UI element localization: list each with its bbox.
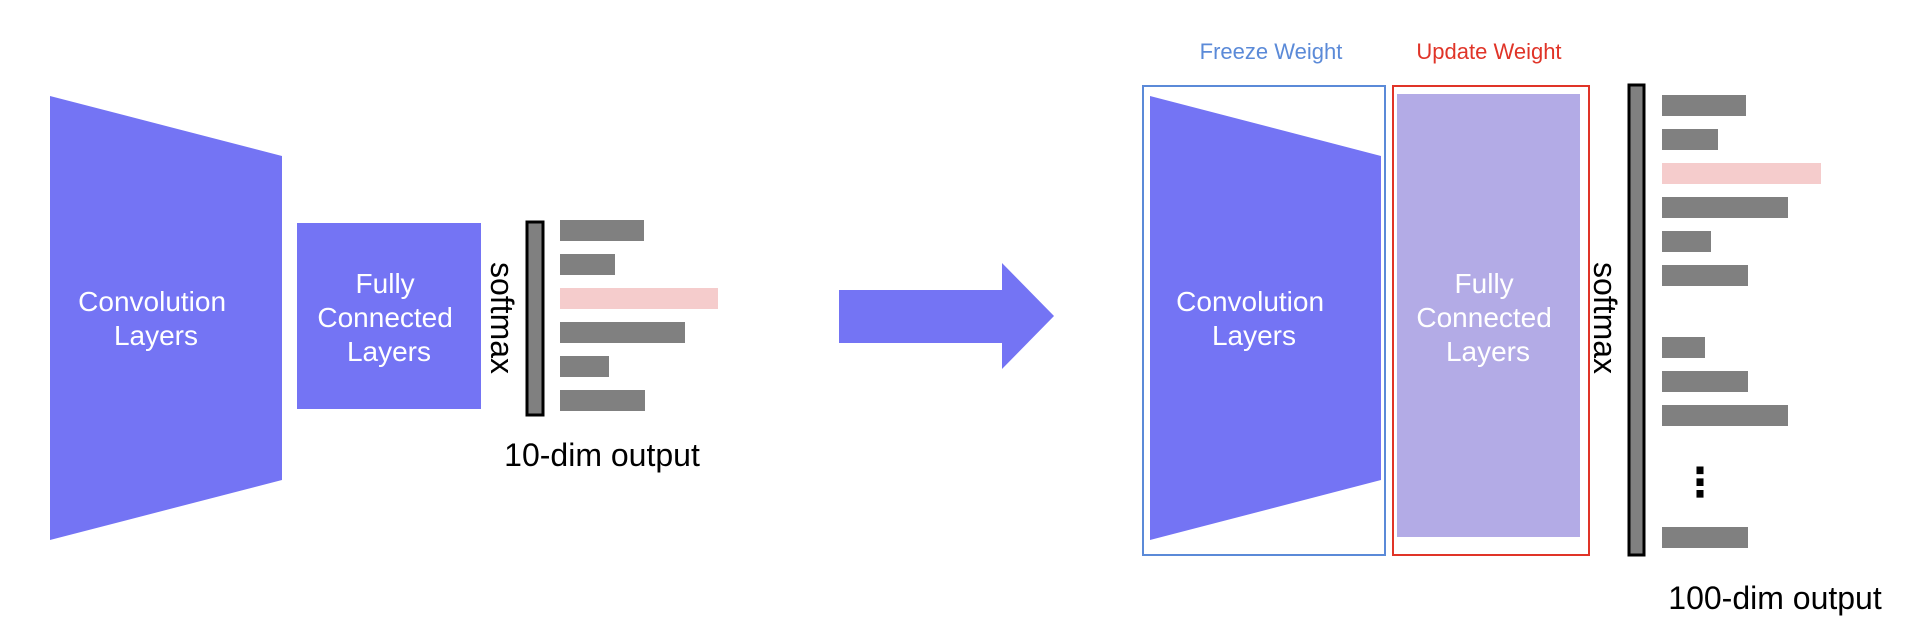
right-softmax-label: softmax <box>1587 262 1623 374</box>
left-fc-label-line3: Layers <box>347 336 431 367</box>
left-softmax-bar <box>525 220 545 417</box>
right-conv-layers-block <box>1150 96 1381 540</box>
right-output-bar <box>1662 197 1788 218</box>
right-output-caption: 100-dim output <box>1668 580 1882 616</box>
right-output-bar <box>1662 405 1788 426</box>
right-output-bar <box>1662 337 1705 358</box>
right-output-bar <box>1662 95 1746 116</box>
left-output-bar <box>560 254 615 275</box>
left-output-bar <box>560 288 718 309</box>
transfer-arrow <box>839 263 1054 369</box>
right-model: Freeze Weight Update Weight Convolution … <box>1142 39 1882 616</box>
right-output-bar <box>1662 129 1718 150</box>
left-conv-label: Convolution Layers <box>78 286 234 351</box>
right-conv-label-line2: Layers <box>1212 320 1296 351</box>
right-fc-label-line1: Fully <box>1455 268 1514 299</box>
left-output-bars <box>560 220 718 411</box>
left-fc-layers-block <box>297 223 481 409</box>
right-output-bar <box>1662 265 1748 286</box>
left-output-bar <box>560 322 685 343</box>
right-output-bars <box>1662 95 1821 548</box>
left-fc-label-line2: Connected <box>317 302 452 333</box>
right-fc-label-line2: Connected <box>1416 302 1551 333</box>
left-output-bar <box>560 356 609 377</box>
left-output-bar <box>560 390 645 411</box>
right-conv-label-line1: Convolution <box>1176 286 1324 317</box>
left-conv-label-line1: Convolution <box>78 286 226 317</box>
freeze-weight-caption: Freeze Weight <box>1200 39 1343 64</box>
left-softmax-label: softmax <box>484 262 520 374</box>
update-weight-box <box>1392 85 1590 556</box>
right-output-bar <box>1662 231 1711 252</box>
right-fc-label: Fully Connected Layers <box>1416 268 1559 367</box>
left-conv-label-line2: Layers <box>114 320 198 351</box>
right-softmax-bar <box>1627 83 1646 557</box>
left-fc-label: Fully Connected Layers <box>317 268 460 367</box>
right-output-bar-last <box>1662 527 1748 548</box>
left-model: Convolution Layers Fully Connected Layer… <box>50 96 718 540</box>
freeze-weight-box <box>1142 85 1386 556</box>
left-output-caption: 10-dim output <box>504 437 700 473</box>
left-conv-layers-block <box>50 96 282 540</box>
right-conv-label: Convolution Layers <box>1176 286 1332 351</box>
left-fc-label-line1: Fully <box>356 268 415 299</box>
update-weight-caption: Update Weight <box>1416 39 1561 64</box>
right-fc-label-line3: Layers <box>1446 336 1530 367</box>
left-output-bar <box>560 220 644 241</box>
right-fc-layers-block <box>1397 94 1580 537</box>
right-output-bar <box>1662 163 1821 184</box>
output-ellipsis: ⋮ <box>1680 461 1720 505</box>
right-output-bar <box>1662 371 1748 392</box>
